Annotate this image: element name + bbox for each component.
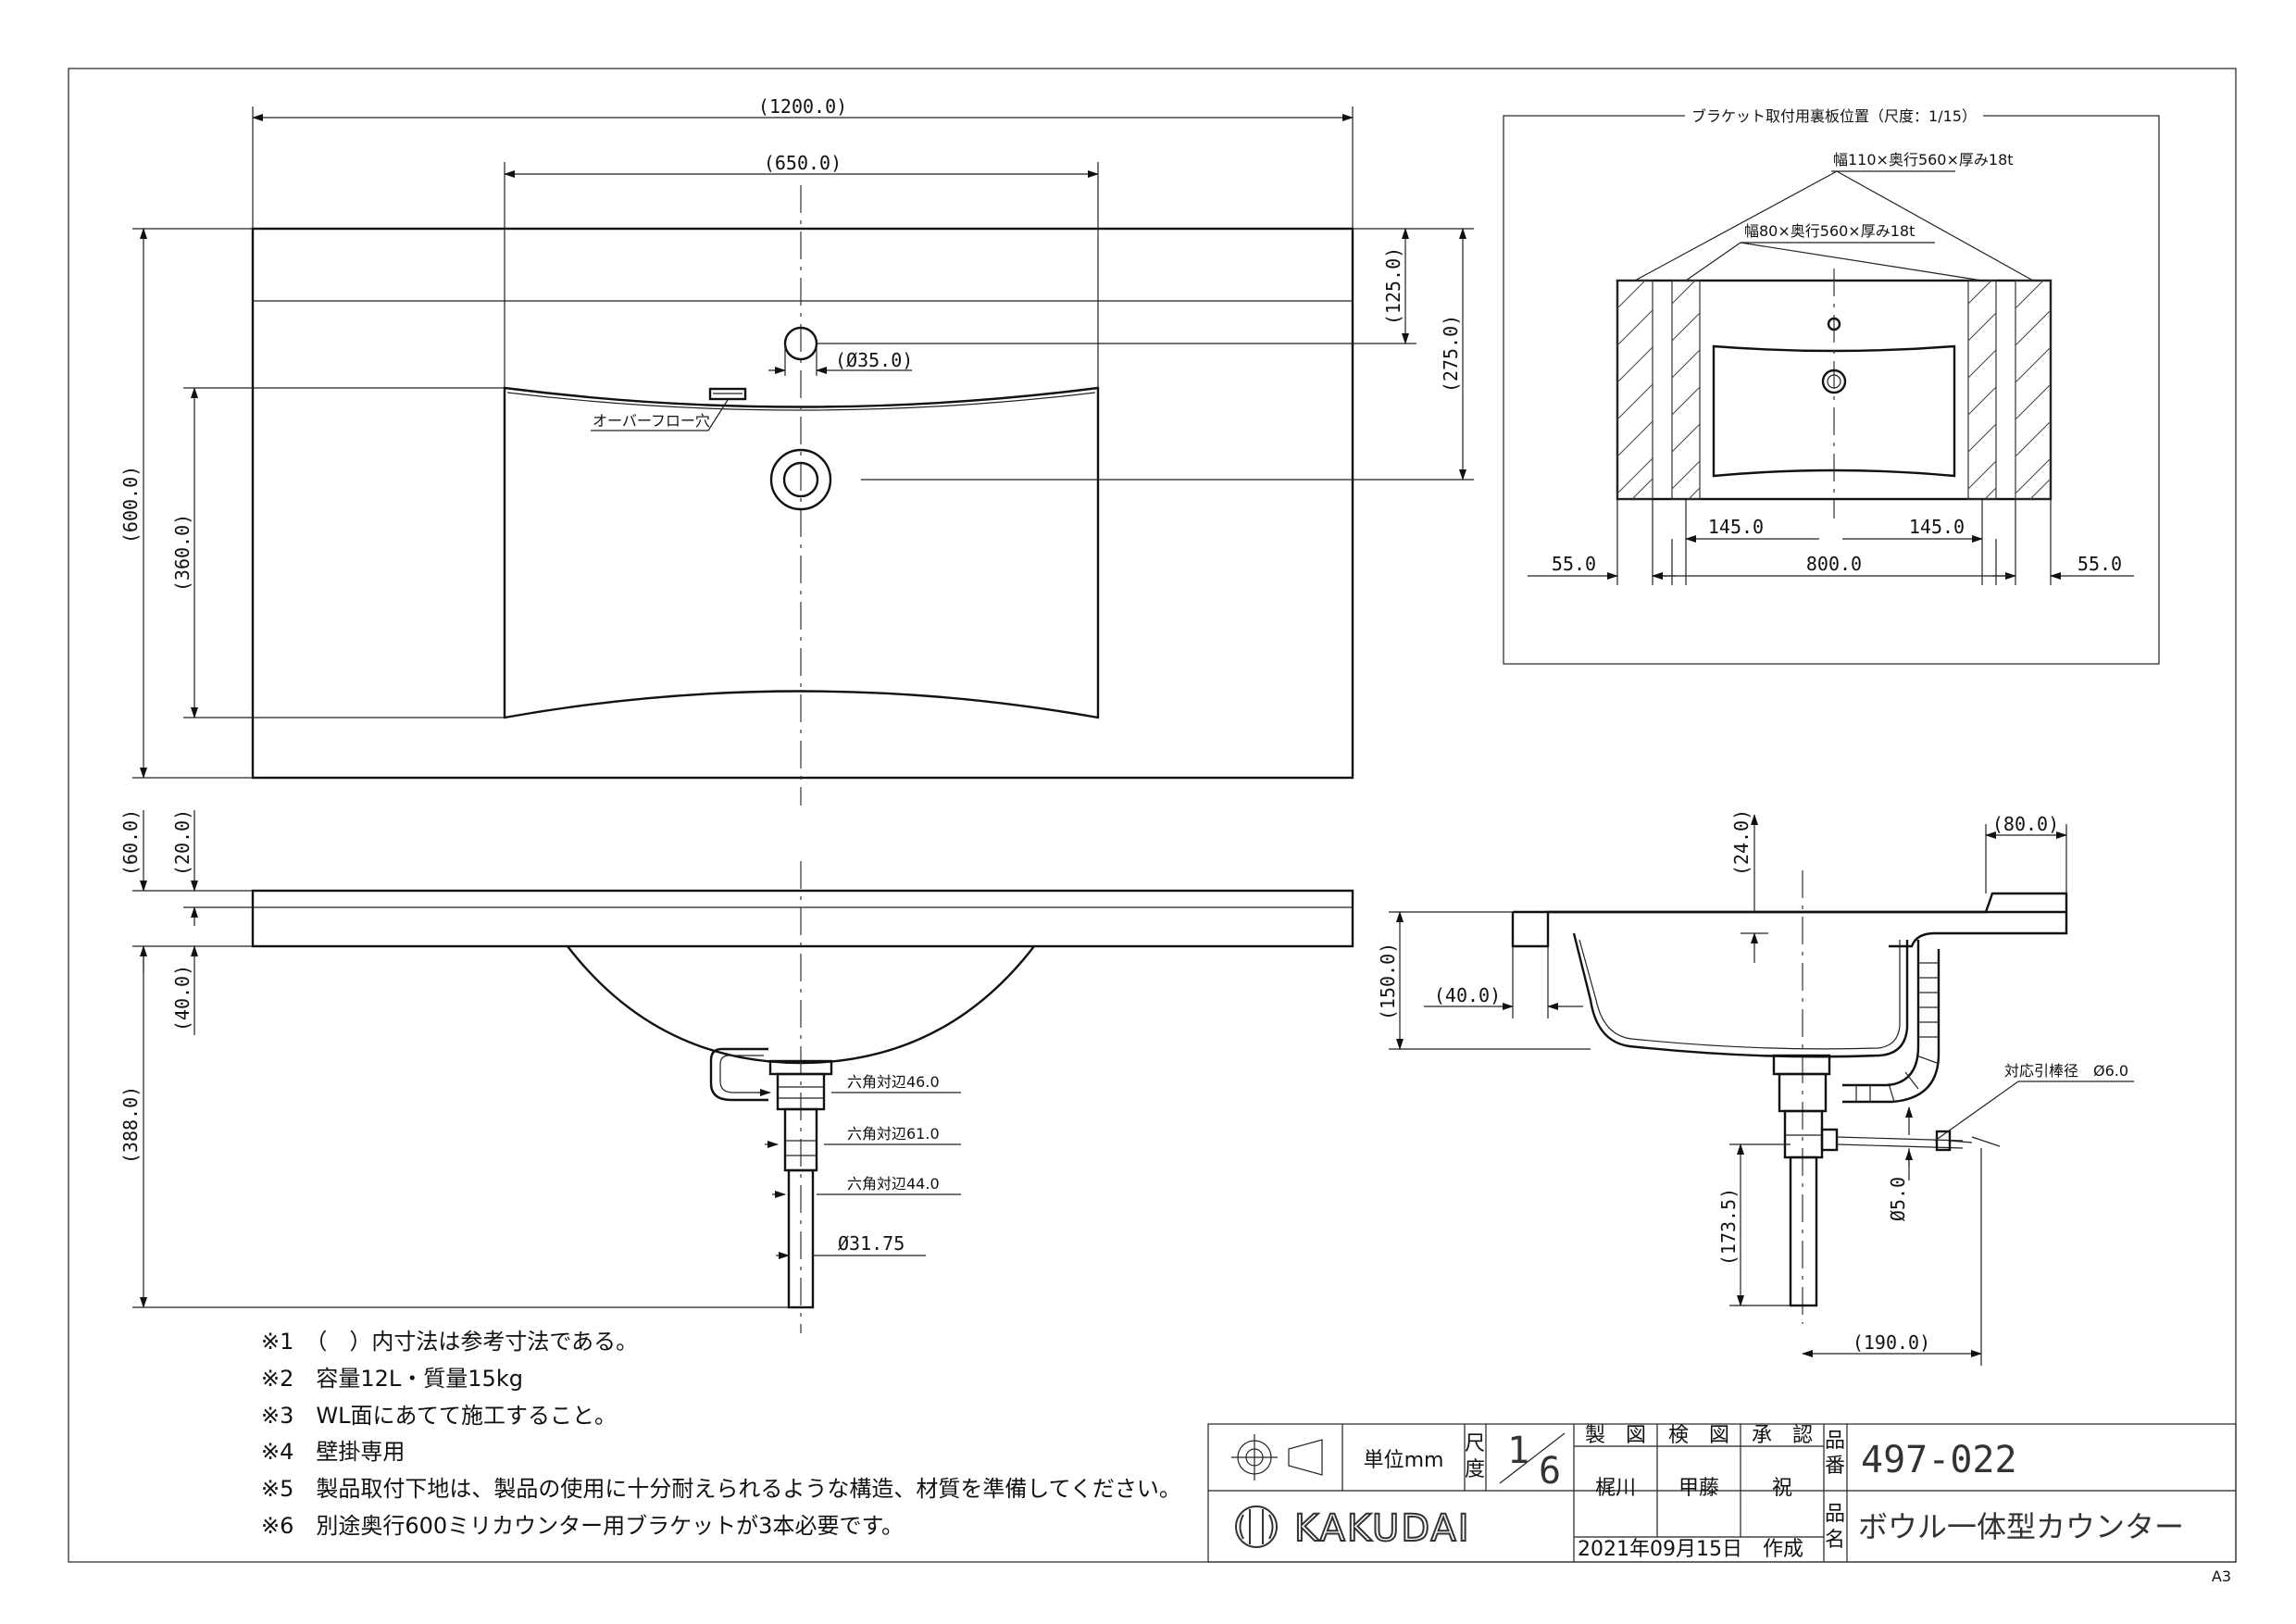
note-4: ※4 壁掛専用 xyxy=(261,1439,405,1465)
title-block: 単位mm 尺 度 1 6 製 図 検 図 承 認 梶川 甲藤 祝 2021年09… xyxy=(1207,1423,2237,1563)
note-6: ※6 別途奥行600ミリカウンター用ブラケットが3本必要です。 xyxy=(261,1513,904,1539)
bowl-side xyxy=(1572,932,1909,1058)
front-view: (60.0) (20.0) (40.0) (388.0) 六角対辺46.0 六角… xyxy=(119,809,1354,1333)
dim-inset-right-outer: 55.0 xyxy=(2078,553,2122,575)
product-no-label-2: 番 xyxy=(1825,1455,1845,1478)
dim-pipe-offset: (190.0) xyxy=(1853,1331,1930,1354)
pop-up-lever-joint xyxy=(1820,1128,1839,1152)
company-name: KAKUDAI xyxy=(1294,1507,1471,1550)
name-checked: 甲藤 xyxy=(1678,1477,1719,1500)
col-approved: 承 認 xyxy=(1752,1424,1813,1447)
board-outer-label: 幅110×奥行560×厚み18t xyxy=(1833,151,2014,169)
notes: ※1 （ ）内寸法は参考寸法である。 ※2 容量12L・質量15kg ※3 WL… xyxy=(261,1329,1181,1539)
counter-top-front xyxy=(251,889,1354,948)
inset-bowl xyxy=(1712,344,1956,478)
created-date: 2021年09月15日 作成 xyxy=(1578,1538,1803,1561)
product-number: 497-022 xyxy=(1861,1439,2017,1481)
name-drawn: 梶川 xyxy=(1595,1477,1636,1500)
drain-pipe-front xyxy=(787,1168,815,1309)
hex-61: 六角対辺61.0 xyxy=(847,1125,940,1143)
col-checked: 検 図 xyxy=(1668,1424,1729,1447)
dim-depth: (600.0) xyxy=(119,466,142,543)
product-name-label-2: 名 xyxy=(1825,1529,1845,1552)
dim-pipe-height: (173.5) xyxy=(1717,1188,1740,1266)
note-2: ※2 容量12L・質量15kg xyxy=(261,1366,523,1392)
scale-denominator: 6 xyxy=(1539,1450,1561,1493)
kakudai-logo: KAKUDAI xyxy=(1235,1505,1471,1551)
sheet-size: A3 xyxy=(2212,1568,2231,1585)
inset-view: ブラケット取付用裏板位置（尺度：1/15） 幅110×奥行560×厚み18t 幅… xyxy=(1503,106,2160,665)
plan-view: (1200.0) (650.0) (600.0) (360.0) (125.0)… xyxy=(119,95,1474,806)
dim-top-thickness: (20.0) xyxy=(171,809,193,876)
dim-bowl-depth-front: (40.0) xyxy=(171,965,193,1031)
dim-edge-side: (40.0) xyxy=(1434,984,1501,1006)
bowl-inner-line xyxy=(506,392,1096,411)
inset-frame xyxy=(1503,115,2160,665)
dim-top-side: (24.0) xyxy=(1730,809,1753,876)
note-3: ※3 WL面にあてて施工すること。 xyxy=(261,1403,617,1429)
drain-outer xyxy=(769,448,832,511)
overflow-hole xyxy=(708,387,747,401)
overflow-pipe-front xyxy=(709,1047,768,1102)
drain-body-side xyxy=(1772,1054,1831,1076)
dim-inset-center: 800.0 xyxy=(1806,553,1862,575)
note-1: ※1 （ ）内寸法は参考寸法である。 xyxy=(261,1329,638,1355)
drain-inner xyxy=(782,461,819,498)
dim-bowl-width: (650.0) xyxy=(764,152,842,174)
counter-top-outline xyxy=(251,227,1354,780)
dim-inset-left-outer: 55.0 xyxy=(1552,553,1596,575)
dim-inset-right-inner: 145.0 xyxy=(1909,516,1965,538)
rod-label: 対応引棒径 Ø6.0 xyxy=(2004,1062,2128,1080)
pipe-diameter: Ø31.75 xyxy=(838,1232,905,1255)
inset-title: ブラケット取付用裏板位置（尺度：1/15） xyxy=(1691,107,1977,125)
side-view: (80.0) (24.0) (150.0) (40.0) 対応引棒径 Ø6.0 … xyxy=(1377,809,2134,1366)
product-name-label-1: 品 xyxy=(1825,1503,1845,1526)
third-angle-projection-icon xyxy=(1231,1434,1323,1480)
scale-label-1: 尺 xyxy=(1465,1432,1485,1455)
board-inner-label: 幅80×奥行560×厚み18t xyxy=(1744,222,1915,240)
counter-side-outline xyxy=(1511,892,2068,948)
product-name: ボウル一体型カウンター xyxy=(1858,1509,2184,1544)
name-approved: 祝 xyxy=(1772,1477,1792,1500)
unit-label: 単位mm xyxy=(1364,1449,1444,1472)
dim-bowl-depth: (360.0) xyxy=(171,514,193,592)
overflow-label: オーバーフロー穴 xyxy=(593,412,710,430)
drain-pipe-side xyxy=(1789,1156,1818,1307)
dim-height-side: (150.0) xyxy=(1377,943,1399,1020)
note-5: ※5 製品取付下地は、製品の使用に十分耐えられるような構造、材質を準備してくださ… xyxy=(261,1476,1181,1502)
dim-faucet-offset: (125.0) xyxy=(1382,247,1404,325)
dim-drain-offset: (275.0) xyxy=(1440,315,1462,393)
product-no-label-1: 品 xyxy=(1825,1430,1845,1453)
dim-faucet-hole: (Ø35.0) xyxy=(835,349,913,371)
sheet-border xyxy=(68,68,2237,1563)
bowl-outline xyxy=(503,386,1100,719)
col-drawn: 製 図 xyxy=(1585,1424,1646,1447)
dim-front-height: (60.0) xyxy=(119,809,142,876)
dim-rod: Ø5.0 xyxy=(1887,1177,1909,1221)
hex-46: 六角対辺46.0 xyxy=(847,1073,940,1091)
scale-label-2: 度 xyxy=(1465,1458,1485,1481)
hex-44: 六角対辺44.0 xyxy=(847,1175,940,1193)
dim-drain-height: (388.0) xyxy=(119,1086,142,1164)
dim-rear: (80.0) xyxy=(1992,813,2059,835)
scale-numerator: 1 xyxy=(1507,1430,1529,1472)
overflow-hose-side xyxy=(1842,940,1920,1087)
dim-width: (1200.0) xyxy=(758,95,847,118)
dim-inset-left-inner: 145.0 xyxy=(1708,516,1764,538)
